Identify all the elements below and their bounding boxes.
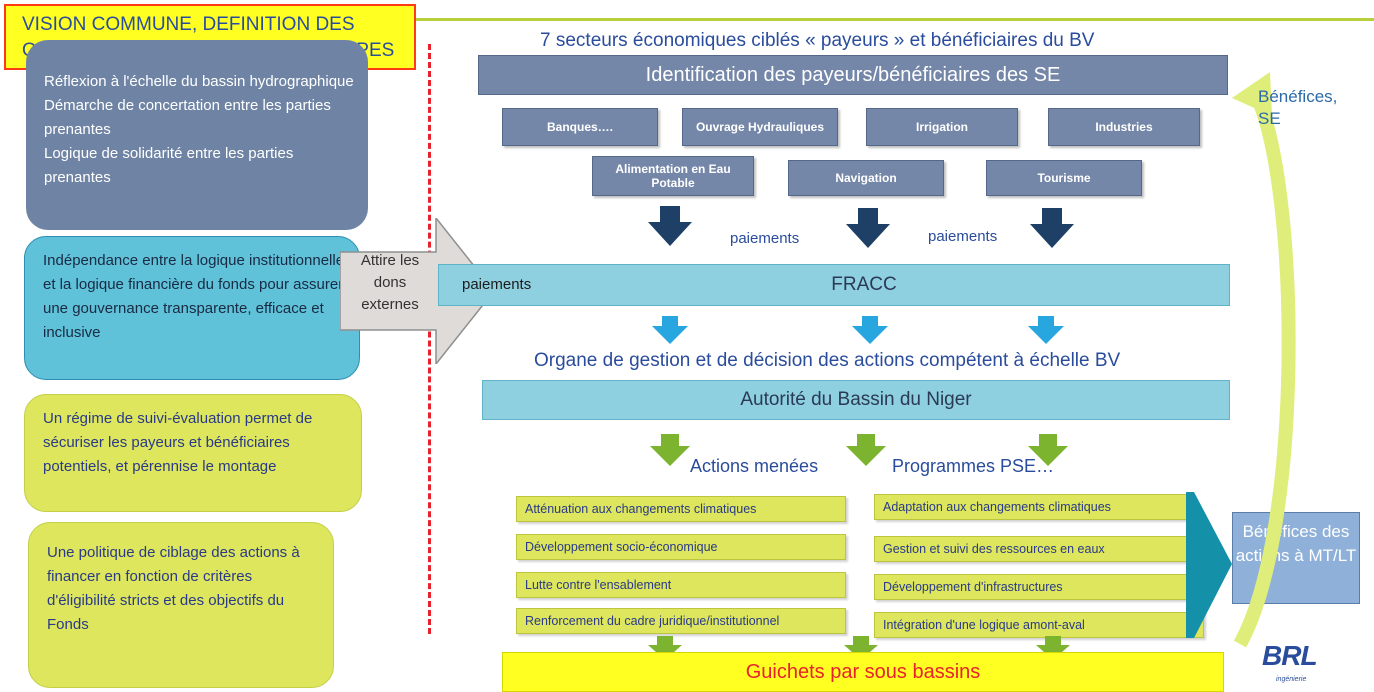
external-donations-label: Attire les dons externes — [360, 252, 420, 313]
principle-box-basin: Réflexion à l'échelle du bassin hydrogra… — [26, 40, 368, 230]
action-arrow-3-icon — [1028, 434, 1068, 466]
top-divider-line — [416, 18, 1374, 21]
action-arrow-1-icon — [650, 434, 690, 466]
guichets-bar: Guichets par sous bassins — [502, 652, 1224, 692]
sector-irrigation: Irrigation — [866, 108, 1018, 146]
payment-arrow-1-icon — [648, 206, 692, 246]
organ-heading: Organe de gestion et de décision des act… — [534, 350, 1121, 371]
sector-industries: Industries — [1048, 108, 1200, 146]
red-dashed-divider — [428, 44, 431, 634]
action-arrow-2-icon — [846, 434, 886, 466]
programme-attenuation: Atténuation aux changements climatiques — [516, 496, 846, 522]
sector-tourisme: Tourisme — [986, 160, 1142, 196]
principle-box-targeting: Une politique de ciblage des actions à f… — [28, 522, 334, 688]
guichet-arrow-3-icon — [1036, 636, 1070, 660]
principle-box-monitoring: Un régime de suivi-évaluation permet de … — [24, 394, 362, 512]
benefits-feedback-arrow — [1232, 72, 1296, 648]
programme-developpement-socio: Développement socio-économique — [516, 534, 846, 560]
fracc-bar: FRACC — [438, 264, 1230, 306]
guichet-arrow-1-icon — [648, 636, 682, 660]
sector-alimentation: Alimentation en Eau Potable — [592, 156, 754, 196]
sector-ouvrage: Ouvrage Hydrauliques — [682, 108, 838, 146]
payments-label-1: paiements — [730, 230, 800, 247]
authority-bar: Autorité du Bassin du Niger — [482, 380, 1230, 420]
benefits-se-label: Bénéfices, SE — [1258, 87, 1338, 128]
sectors-heading: 7 secteurs économiques ciblés « payeurs … — [540, 30, 1095, 51]
principle-box-independence: Indépendance entre la logique institutio… — [24, 236, 360, 380]
programme-ensablement: Lutte contre l'ensablement — [516, 572, 846, 598]
payments-label-side: paiements — [462, 276, 532, 293]
guichet-arrow-2-icon — [844, 636, 878, 660]
benefits-converge-arrow — [1186, 492, 1232, 638]
brl-logo: BRL — [1262, 640, 1318, 671]
programme-cadre-juridique: Renforcement du cadre juridique/institut… — [516, 608, 846, 634]
programme-gestion-eaux: Gestion et suivi des ressources en eaux — [874, 536, 1190, 562]
fracc-arrow-1-icon — [652, 316, 688, 344]
programme-infrastructures: Développement d'infrastructures — [874, 574, 1190, 600]
identification-bar: Identification des payeurs/bénéficiaires… — [478, 55, 1228, 95]
payment-arrow-3-icon — [1030, 208, 1074, 248]
payments-label-2: paiements — [928, 228, 998, 245]
fracc-arrow-2-icon — [852, 316, 888, 344]
external-donations-arrow — [340, 218, 495, 364]
payment-arrow-2-icon — [846, 208, 890, 248]
fracc-arrow-3-icon — [1028, 316, 1064, 344]
brl-logo-subtitle: ingénierie — [1276, 676, 1307, 683]
programme-adaptation: Adaptation aux changements climatiques — [874, 494, 1190, 520]
actions-label: Actions menées — [690, 456, 819, 476]
sector-banques: Banques…. — [502, 108, 658, 146]
programmes-label: Programmes PSE… — [892, 456, 1055, 476]
sector-navigation: Navigation — [788, 160, 944, 196]
programme-amont-aval: Intégration d'une logique amont-aval — [874, 612, 1204, 638]
